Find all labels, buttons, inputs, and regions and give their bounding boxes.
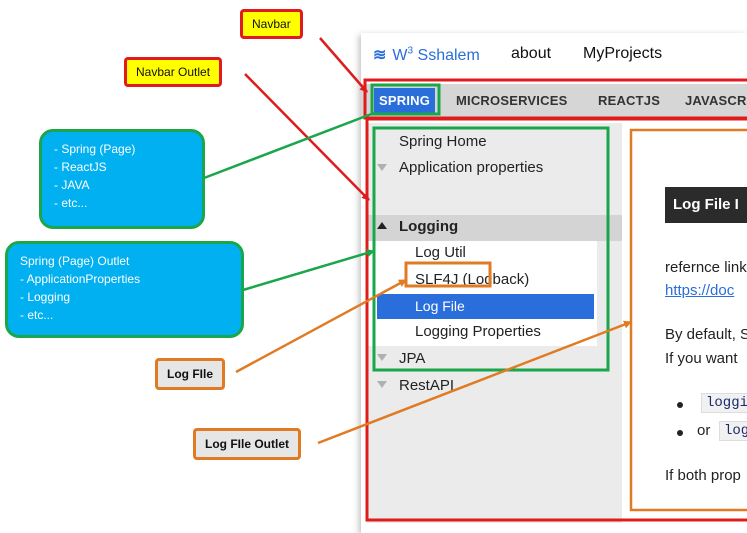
sidebar-item-application-properties[interactable]: Application properties	[399, 159, 544, 176]
callout-spring-pages: - Spring (Page) - ReactJS - JAVA - etc..…	[39, 129, 205, 229]
navbar-outlet-arrow	[244, 73, 370, 201]
site-name: Sshalem	[417, 47, 480, 64]
sidebar-item-restapi[interactable]: RestAPI	[399, 377, 455, 394]
callout-log-file: Log FIle	[155, 358, 225, 390]
if-you-want-text: If you want	[665, 350, 738, 367]
log-file-outlet-arrow	[317, 320, 632, 445]
sidebar-item-log-file[interactable]: Log File	[415, 298, 465, 314]
spring-tab-highlight-box	[370, 83, 441, 116]
sidebar-expanded-row-bg	[367, 215, 622, 241]
nav-myprojects[interactable]: MyProjects	[583, 45, 663, 62]
triangle-down-icon[interactable]	[377, 381, 387, 388]
nav-about[interactable]: about	[511, 45, 552, 62]
callout-navbar-outlet: Navbar Outlet	[124, 57, 223, 87]
category-menu-bar: SPRING MICROSERVICES REACTJS JAVASCR	[361, 84, 747, 118]
log-file-arrow	[235, 278, 407, 374]
code-snippet: log	[719, 421, 747, 441]
sidebar-item-logging-properties[interactable]: Logging Properties	[415, 323, 541, 340]
default-text: By default, S	[665, 326, 747, 343]
site-logo[interactable]: ≋W3 Sshalem	[373, 45, 480, 64]
spring-outlet-highlight-box	[372, 126, 610, 372]
sidebar-item-slf4j[interactable]: SLF4J (Logback)	[415, 271, 530, 288]
sidebar-item-log-util[interactable]: Log Util	[415, 244, 466, 261]
or-text: or	[697, 422, 711, 439]
navbar-arrow	[319, 37, 368, 93]
menu-item-microservices[interactable]: MICROSERVICES	[456, 93, 568, 108]
reference-text: refernce link	[665, 259, 747, 276]
triangle-down-icon[interactable]	[377, 164, 387, 171]
top-navbar: ≋W3 Sshalem about MyProjects	[361, 33, 747, 79]
triangle-down-icon[interactable]	[377, 354, 387, 361]
spring-outlet-connector	[242, 249, 375, 292]
menu-item-reactjs[interactable]: REACTJS	[598, 93, 661, 108]
navbar-outlet-highlight-box	[365, 117, 747, 522]
callout-navbar: Navbar	[240, 9, 303, 39]
if-both-text: If both prop	[665, 467, 741, 484]
stack-icon: ≋	[373, 47, 387, 64]
log-file-highlight-box	[404, 261, 492, 288]
reference-link[interactable]: https://doc	[665, 282, 735, 299]
app-screenshot: ≋W3 Sshalem about MyProjects SPRING MICR…	[361, 33, 747, 533]
bullet-dot	[677, 430, 683, 436]
log-file-outlet-highlight-box	[629, 128, 747, 512]
sidebar-item-spring-home[interactable]: Spring Home	[399, 133, 487, 150]
code-snippet: loggi	[701, 393, 747, 413]
sidebar-item-logging[interactable]: Logging	[399, 218, 459, 235]
callout-spring-outlet: Spring (Page) Outlet - ApplicationProper…	[5, 241, 244, 338]
triangle-up-icon[interactable]	[377, 222, 387, 229]
menu-item-spring[interactable]: SPRING	[374, 88, 436, 114]
sidebar-selected-bg	[377, 294, 594, 319]
sidebar: Spring Home Application properties Loggi…	[367, 123, 622, 523]
sidebar-submenu-bg	[367, 241, 597, 346]
bullet-dot	[677, 402, 683, 408]
page-title: Log File I	[665, 187, 747, 223]
callout-log-file-outlet: Log FIle Outlet	[193, 428, 301, 460]
menu-item-javascript[interactable]: JAVASCR	[685, 93, 747, 108]
main-content: Log File I refernce link https://doc By …	[629, 123, 747, 523]
spring-connector	[203, 111, 375, 180]
sidebar-item-jpa[interactable]: JPA	[399, 350, 426, 367]
